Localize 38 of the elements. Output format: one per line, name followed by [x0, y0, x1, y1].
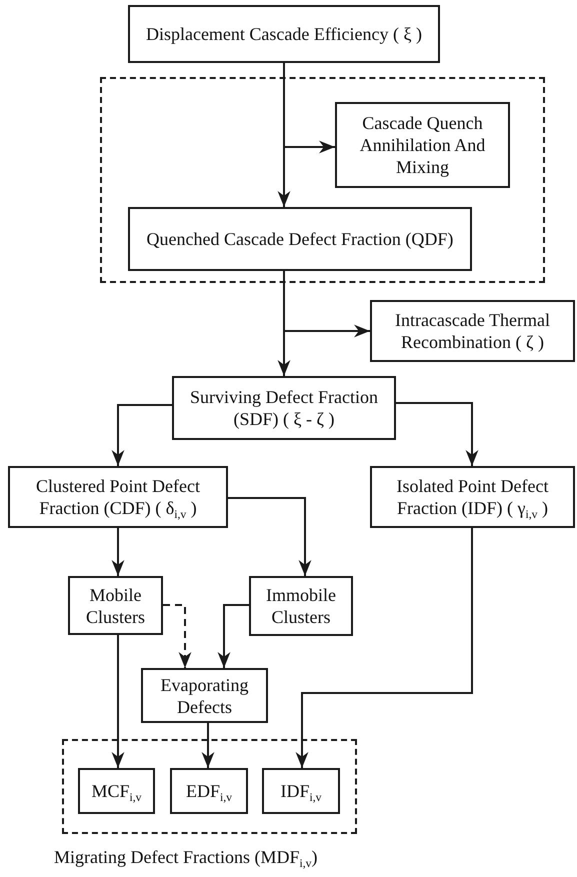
- arrow: [218, 604, 249, 668]
- box-label: IDF$_{i,v}$: [279, 780, 323, 802]
- process-box: [128, 207, 472, 271]
- process-box: [128, 5, 440, 63]
- arrow: [278, 271, 290, 376]
- group-caption: Migrating Defect Fractions (MDF$_{i,v}$): [54, 846, 318, 868]
- arrow: [163, 604, 192, 668]
- box-label: Evaporating Defects: [160, 674, 250, 718]
- box-label: MCF$_{i,v}$: [90, 780, 143, 802]
- process-box: [370, 300, 575, 362]
- process-box: [249, 576, 353, 636]
- arrow: [296, 528, 473, 768]
- process-box: [170, 768, 248, 814]
- process-box: [370, 466, 575, 528]
- arrow: [112, 635, 124, 768]
- process-box: [262, 768, 340, 814]
- box-label: Isolated Point Defect Fraction (IDF) ( γ$_{i,v}$ ): [396, 475, 550, 519]
- process-box: [68, 576, 163, 635]
- arrow: [228, 497, 312, 576]
- box-label: Immobile Clusters: [265, 584, 337, 628]
- box-label: Cascade Quench Annihilation And Mixing: [358, 112, 486, 178]
- process-box: [78, 768, 155, 814]
- process-box: [172, 376, 396, 440]
- arrow: [112, 404, 172, 466]
- box-label: Clustered Point Defect Fraction (CDF) ( δ$_{i,v}$ ): [35, 475, 201, 519]
- process-box: [141, 668, 268, 723]
- box-label: Displacement Cascade Efficiency ( ξ ): [144, 23, 424, 45]
- box-label: EDF$_{i,v}$: [184, 780, 234, 802]
- box-label: Mobile Clusters: [84, 584, 146, 628]
- process-box: [8, 466, 228, 528]
- dashed-group-box: [100, 77, 545, 283]
- box-label: Intracascade Thermal Recombination ( ζ ): [394, 309, 552, 353]
- box-label: Quenched Cascade Defect Fraction (QDF): [146, 228, 454, 250]
- arrow: [202, 723, 214, 768]
- arrow: [112, 528, 124, 576]
- process-box: [335, 102, 510, 188]
- box-label: Surviving Defect Fraction (SDF) ( ξ - ζ ): [189, 386, 379, 430]
- arrow: [396, 402, 478, 466]
